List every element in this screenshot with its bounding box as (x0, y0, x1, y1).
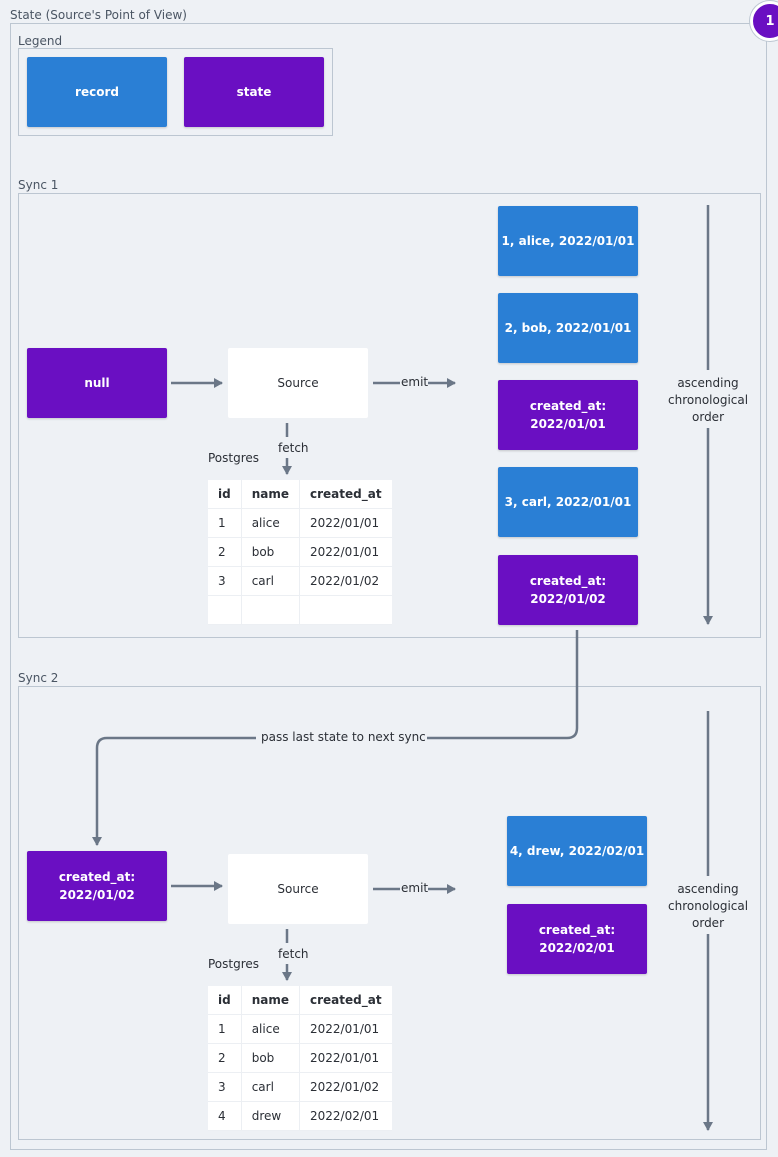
table-cell: alice (241, 508, 301, 538)
order-label-line: ascending (677, 882, 739, 896)
sync1-postgres-table: id name created_at 1 alice 2022/01/01 2 … (208, 480, 392, 625)
step-badge: 1 (750, 1, 778, 41)
table-cell: 2022/01/01 (299, 537, 392, 567)
outer-frame (10, 23, 767, 1150)
table-row (208, 595, 392, 625)
sync1-source-node: Source (228, 348, 368, 418)
table-cell: carl (241, 1072, 301, 1102)
outer-frame-label: State (Source's Point of View) (10, 8, 187, 22)
legend-frame (18, 48, 333, 136)
sync1-order-label: ascending chronological order (668, 373, 748, 428)
order-label-line: ascending (677, 376, 739, 390)
sync2-label: Sync 2 (18, 671, 59, 685)
column-header: name (241, 480, 301, 509)
table-cell: bob (241, 537, 301, 567)
sync2-emit-label: emit (401, 881, 429, 895)
order-label-line: order (692, 916, 724, 930)
table-cell: 1 (208, 508, 242, 538)
sync1-label: Sync 1 (18, 178, 59, 192)
sync1-output-state-1: created_at: 2022/01/01 (498, 380, 638, 450)
table-cell: 2022/01/02 (299, 1072, 392, 1102)
input-state-text: created_at: (58, 870, 136, 884)
table-cell: 2022/01/02 (299, 566, 392, 596)
sync2-output-state-1: created_at: 2022/02/01 (507, 904, 647, 974)
table-cell (208, 595, 242, 625)
output-text: 2022/02/01 (539, 941, 615, 955)
legend-record: record (27, 57, 167, 127)
table-header-row: id name created_at (208, 480, 392, 509)
sync2-input-state: created_at: 2022/01/02 (27, 851, 167, 921)
output-text: created_at: (529, 574, 607, 588)
output-text: 4, drew, 2022/02/01 (509, 844, 645, 858)
table-cell: 1 (208, 1014, 242, 1044)
legend-label: Legend (18, 34, 63, 48)
table-cell: 3 (208, 566, 242, 596)
output-text: created_at: (529, 399, 607, 413)
sync1-fetch-label: fetch (278, 441, 309, 455)
table-cell: carl (241, 566, 301, 596)
column-header: id (208, 986, 242, 1015)
table-row: 2 bob 2022/01/01 (208, 537, 392, 567)
table-cell: drew (241, 1101, 301, 1131)
column-header: id (208, 480, 242, 509)
sync1-db-label: Postgres (208, 451, 260, 465)
table-row: 1 alice 2022/01/01 (208, 508, 392, 538)
output-text: 3, carl, 2022/01/01 (504, 495, 632, 509)
pass-state-label: pass last state to next sync (260, 730, 427, 744)
sync1-output-state-2: created_at: 2022/01/02 (498, 555, 638, 625)
table-cell: 3 (208, 1072, 242, 1102)
table-row: 1 alice 2022/01/01 (208, 1014, 392, 1044)
output-text: 2, bob, 2022/01/01 (504, 321, 632, 335)
order-label-line: chronological (668, 393, 749, 407)
pass-state-arrow (92, 736, 256, 846)
table-cell: 2022/02/01 (299, 1101, 392, 1131)
column-header: created_at (299, 986, 392, 1015)
table-cell: 2 (208, 537, 242, 567)
legend-state: state (184, 57, 324, 127)
sync1-output-record-1: 1, alice, 2022/01/01 (498, 206, 638, 276)
sync1-output-record-2: 2, bob, 2022/01/01 (498, 293, 638, 363)
order-label-line: order (692, 410, 724, 424)
table-row: 2 bob 2022/01/01 (208, 1043, 392, 1073)
sync2-postgres-table: id name created_at 1 alice 2022/01/01 2 … (208, 986, 392, 1131)
table-row: 3 carl 2022/01/02 (208, 1072, 392, 1102)
table-cell (241, 595, 301, 625)
column-header: created_at (299, 480, 392, 509)
sync2-output-record-1: 4, drew, 2022/02/01 (507, 816, 647, 886)
pass-state-line-right (414, 630, 579, 740)
sync2-frame (18, 686, 761, 1140)
sync2-source-node: Source (228, 854, 368, 924)
table-row: 4 drew 2022/02/01 (208, 1101, 392, 1131)
output-text: 2022/01/02 (530, 592, 606, 606)
table-cell: 2022/01/01 (299, 1014, 392, 1044)
sync2-fetch-label: fetch (278, 947, 309, 961)
table-cell: alice (241, 1014, 301, 1044)
table-cell: bob (241, 1043, 301, 1073)
table-cell: 2 (208, 1043, 242, 1073)
table-row: 3 carl 2022/01/02 (208, 566, 392, 596)
table-cell (299, 595, 392, 625)
output-text: created_at: (538, 923, 616, 937)
sync1-output-record-3: 3, carl, 2022/01/01 (498, 467, 638, 537)
table-cell: 2022/01/01 (299, 1043, 392, 1073)
table-cell: 2022/01/01 (299, 508, 392, 538)
order-label-line: chronological (668, 899, 749, 913)
table-header-row: id name created_at (208, 986, 392, 1015)
sync1-frame (18, 193, 761, 638)
output-text: 2022/01/01 (530, 417, 606, 431)
sync2-db-label: Postgres (208, 957, 260, 971)
sync2-order-label: ascending chronological order (668, 879, 748, 934)
table-cell: 4 (208, 1101, 242, 1131)
output-text: 1, alice, 2022/01/01 (501, 234, 635, 248)
input-state-text: 2022/01/02 (59, 888, 135, 902)
sync1-input-state: null (27, 348, 167, 418)
sync1-emit-label: emit (401, 375, 429, 389)
column-header: name (241, 986, 301, 1015)
